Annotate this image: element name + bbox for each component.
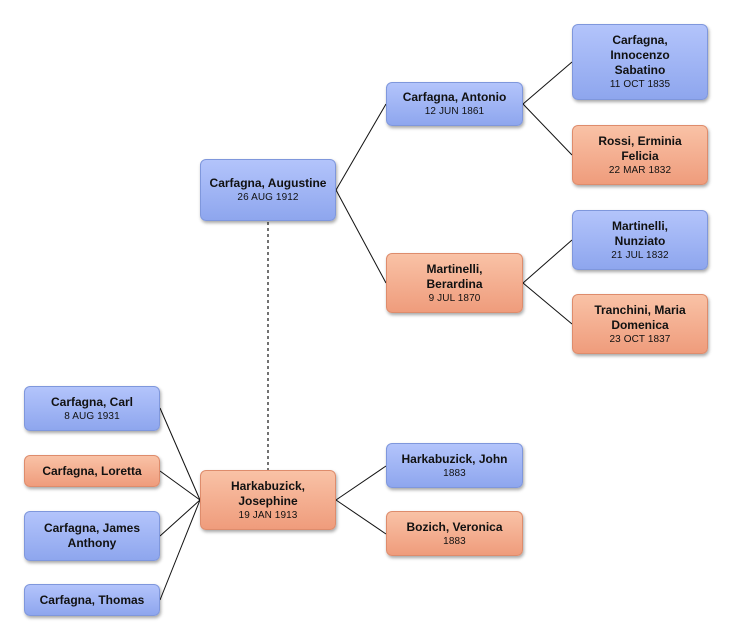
person-card-maria[interactable]: Tranchini, Maria Domenica 23 OCT 1837 <box>572 294 708 354</box>
person-date: 23 OCT 1837 <box>609 333 671 345</box>
person-name: Harkabuzick, Josephine <box>230 478 306 508</box>
person-name: Carfagna, Antonio <box>402 90 507 104</box>
person-card-augustine[interactable]: Carfagna, Augustine 26 AUG 1912 <box>200 159 336 221</box>
person-name: Harkabuzick, John <box>401 451 508 466</box>
person-card-josephine[interactable]: Harkabuzick, Josephine 19 JAN 1913 <box>200 470 336 530</box>
person-name: Carfagna, Innocenzo Sabatino <box>610 33 670 77</box>
person-name: Rossi, Erminia Felicia <box>598 133 682 163</box>
person-card-nunziato[interactable]: Martinelli, Nunziato 21 JUL 1832 <box>572 210 708 270</box>
person-card-loretta[interactable]: Carfagna, Loretta <box>24 455 160 487</box>
person-name: Martinelli, Nunziato <box>611 218 668 248</box>
connector-josephine-thomas <box>159 499 201 601</box>
connector-josephine-loretta <box>159 470 201 501</box>
person-card-antonio[interactable]: Carfagna, Antonio 12 JUN 1861 <box>386 82 523 126</box>
person-card-erminia[interactable]: Rossi, Erminia Felicia 22 MAR 1832 <box>572 125 708 185</box>
person-name: Martinelli, Berardina <box>426 261 483 291</box>
connector-josephine-james <box>159 499 201 537</box>
connector-josephine-john <box>335 465 387 501</box>
person-card-veronica[interactable]: Bozich, Veronica 1883 <box>386 511 523 556</box>
person-date: 19 JAN 1913 <box>238 509 298 521</box>
connector-berardina-maria <box>522 282 573 325</box>
person-date: 1883 <box>443 535 466 547</box>
person-card-berardina[interactable]: Martinelli, Berardina 9 JUL 1870 <box>386 253 523 313</box>
connector-josephine-veronica <box>335 499 387 535</box>
connector-antonio-erminia <box>522 103 573 156</box>
person-name: Bozich, Veronica <box>406 519 503 534</box>
person-date: 21 JUL 1832 <box>611 249 669 261</box>
person-name: Carfagna, Carl <box>50 394 134 409</box>
person-date: 12 JUN 1861 <box>424 106 485 117</box>
connector-antonio-innocenzo <box>522 61 573 105</box>
person-card-thomas[interactable]: Carfagna, Thomas <box>24 584 160 616</box>
connector-berardina-nunziato <box>522 239 573 284</box>
person-name: Carfagna, Loretta <box>42 463 142 478</box>
person-card-john[interactable]: Harkabuzick, John 1883 <box>386 443 523 488</box>
connector-josephine-carl <box>159 407 201 501</box>
person-name: Carfagna, Augustine <box>209 176 327 190</box>
person-name: Tranchini, Maria Domenica <box>594 302 686 332</box>
connector-augustine-berardina <box>335 189 387 284</box>
person-date: 22 MAR 1832 <box>608 164 672 176</box>
person-date: 8 AUG 1931 <box>64 410 120 422</box>
person-date: 26 AUG 1912 <box>237 192 299 203</box>
person-date: 1883 <box>443 467 466 479</box>
person-date: 9 JUL 1870 <box>428 292 481 304</box>
person-card-james[interactable]: Carfagna, James Anthony <box>24 511 160 561</box>
person-name: Carfagna, James Anthony <box>43 521 141 550</box>
person-card-carl[interactable]: Carfagna, Carl 8 AUG 1931 <box>24 386 160 431</box>
connector-augustine-antonio <box>335 103 387 191</box>
person-date: 11 OCT 1835 <box>609 79 671 90</box>
person-name: Carfagna, Thomas <box>39 592 145 607</box>
person-card-innocenzo[interactable]: Carfagna, Innocenzo Sabatino 11 OCT 1835 <box>572 24 708 100</box>
